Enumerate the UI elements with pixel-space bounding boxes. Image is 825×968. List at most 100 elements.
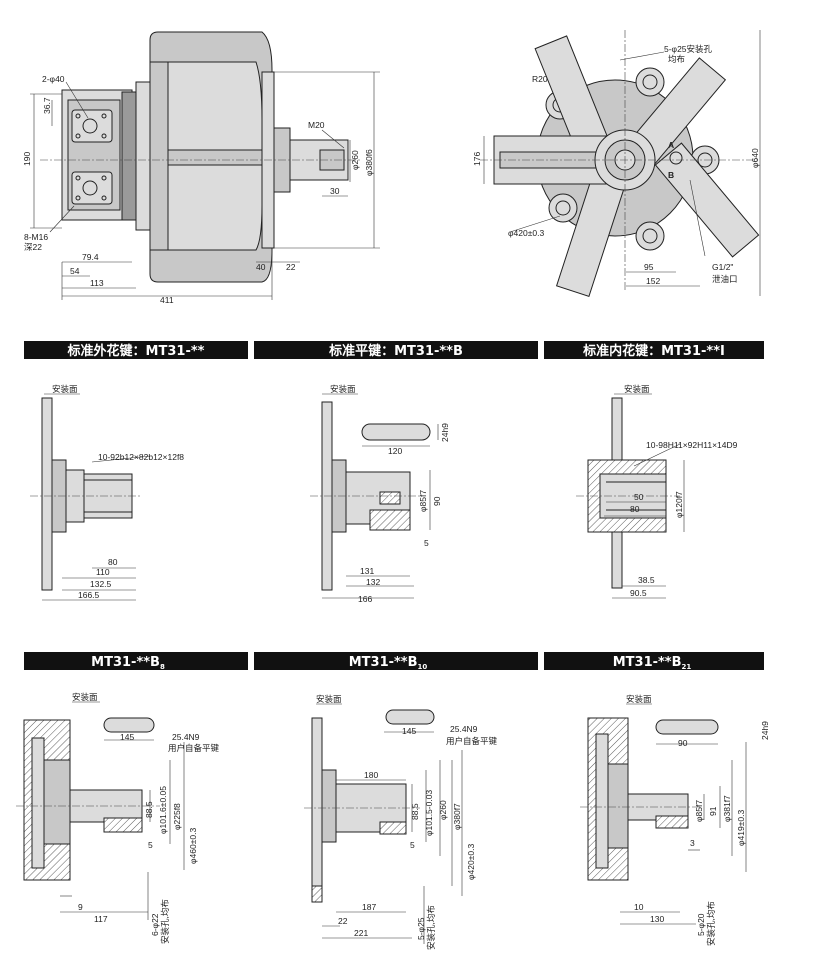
dim-label: φ225f8 (172, 803, 182, 830)
shaft-b8 (16, 701, 185, 920)
dim-label: 40 (256, 262, 266, 272)
dim-label: 131 (360, 566, 374, 576)
dim-label: φ101.5-0.03 (424, 790, 434, 836)
dim-label: 10-92b12×82b12×12f8 (98, 452, 184, 462)
dim-label: φ85f7 (418, 490, 428, 512)
dim-label: 145 (120, 732, 134, 742)
dim-label: φ419±0.3 (736, 810, 746, 846)
dim-label: 187 (362, 902, 376, 912)
dim-label: 2-φ40 (42, 74, 65, 84)
shaft-flat-key (310, 393, 439, 599)
dim-label: 113 (90, 278, 104, 288)
dim-label: 80 (630, 504, 640, 514)
dim-label: φ260 (438, 800, 448, 820)
key-shape (361, 423, 431, 441)
dim-label: 5 (148, 840, 153, 850)
section-headers (24, 341, 764, 670)
dim-label: 24h9 (440, 423, 450, 442)
dim-label: 221 (354, 928, 368, 938)
front-view (30, 31, 380, 300)
dim-label: 用户自备平键 (168, 743, 220, 753)
dim-label: 50 (634, 492, 644, 502)
dim-label: 152 (646, 276, 660, 286)
port-hole-bottom (82, 180, 98, 196)
header-internal-spline: 标准内花键：MT31-**I (582, 343, 725, 359)
dim-label: G1/2" (712, 262, 733, 272)
dim-label: 117 (94, 914, 108, 924)
dim-label: 166.5 (78, 590, 100, 600)
dim-label: 25.4N9 (450, 724, 478, 734)
dim-label: 10-98H11×92H11×14D9 (646, 440, 738, 450)
dim-label: 30 (330, 186, 340, 196)
dim-label: 10 (634, 902, 644, 912)
port-label-b: B (668, 170, 674, 180)
dim-label: 90 (678, 738, 688, 748)
dim-label: 5-φ25安装孔 (664, 44, 713, 54)
dim-label: φ460±0.3 (188, 828, 198, 864)
dim-label: 90.5 (630, 588, 647, 598)
dim-label: 5 (410, 840, 415, 850)
dim-label: 5 (424, 538, 429, 548)
header-flat-key: 标准平键：MT31-**B (328, 343, 463, 359)
dim-label: 安装孔,均布 (706, 901, 716, 946)
shaft-b10 (304, 703, 463, 944)
mount-face-label: 安装面 (330, 384, 356, 394)
dim-label: φ640 (750, 148, 760, 168)
dim-label: 5-φ25 (416, 917, 426, 940)
header-external-spline: 标准外花键：MT31-** (67, 343, 205, 359)
dim-label: 54 (70, 266, 80, 276)
dim-label: φ381f7 (722, 795, 732, 822)
dim-label: 130 (650, 914, 664, 924)
dim-label: φ380f6 (364, 149, 374, 176)
dim-label: 166 (358, 594, 372, 604)
dim-label: 120 (388, 446, 402, 456)
header-b21: MT31-**B21 (613, 655, 692, 671)
dim-label: 均布 (668, 54, 685, 64)
dim-label: 9 (78, 902, 83, 912)
dim-label: φ85f7 (694, 800, 704, 822)
header-b10: MT31-**B10 (349, 655, 428, 671)
dim-label: 22 (286, 262, 296, 272)
mount-face-label: 安装面 (52, 384, 78, 394)
dim-label: 88.5 (410, 803, 420, 820)
dim-label: 145 (402, 726, 416, 736)
dim-label: 132 (366, 577, 380, 587)
shaft-internal-spline (576, 393, 685, 599)
dim-label: 38.5 (638, 575, 655, 585)
mount-face-label: 安装面 (624, 384, 650, 394)
dim-label: 88.5 (144, 801, 154, 818)
dim-label: 110 (96, 567, 110, 577)
mount-face-label: 安装面 (626, 694, 652, 704)
shaft-b21 (580, 703, 747, 925)
dim-label: 180 (364, 770, 378, 780)
dim-label: 80 (108, 557, 118, 567)
dim-label: φ420±0.3 (508, 228, 544, 238)
dim-label: 深22 (24, 242, 42, 252)
dim-label: φ260 (350, 150, 360, 170)
dim-label: 95 (644, 262, 654, 272)
dim-label: 24h9 (760, 721, 770, 740)
dim-label: 8-M16 (24, 232, 48, 242)
side-view (480, 30, 761, 297)
dim-label: 91 (708, 806, 718, 816)
dim-label: R20 (532, 74, 548, 84)
dim-label: φ420±0.3 (466, 844, 476, 880)
dim-label: 用户自备平键 (446, 736, 498, 746)
dim-label: 79.4 (82, 252, 99, 262)
dim-label: 22 (338, 916, 348, 926)
dim-label: 36.7 (42, 97, 52, 114)
port-label-a: A (668, 140, 674, 150)
mount-face-label: 安装面 (72, 692, 98, 702)
dim-label: 安装孔,均布 (160, 899, 170, 944)
dim-label: 190 (22, 152, 32, 166)
dim-label: 90 (432, 496, 442, 506)
dim-label: 132.5 (90, 579, 112, 589)
dim-label: 安装孔,均布 (426, 905, 436, 950)
dim-label: φ101.6±0.05 (158, 786, 168, 834)
dim-label: 176 (472, 152, 482, 166)
dim-label: M20 (308, 120, 325, 130)
shaft-external-spline (30, 393, 151, 601)
port-hole-top (82, 118, 98, 134)
dim-label: 6-φ22 (150, 913, 160, 936)
